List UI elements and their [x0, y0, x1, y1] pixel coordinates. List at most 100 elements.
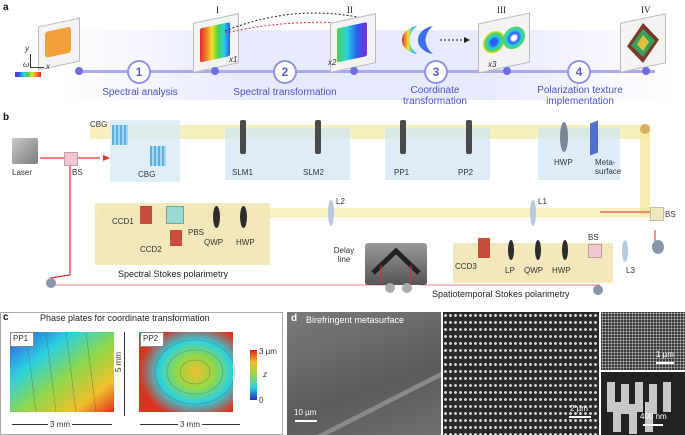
- slm1-label: SLM1: [232, 168, 253, 177]
- stage-ii-card: [330, 13, 376, 73]
- bs3-cube: [588, 244, 602, 258]
- panel-d-title: Birefringent metasurface: [306, 315, 405, 325]
- mirror-top-right: [640, 124, 650, 134]
- slm1: [240, 120, 246, 154]
- omega-label: ω: [23, 59, 30, 69]
- step-4-label: Polarization texture implementation: [537, 85, 623, 107]
- panel-letter-a: a: [3, 2, 9, 13]
- stage-label-i: I: [216, 5, 219, 15]
- cbg2-grating: [150, 146, 166, 166]
- sem-pillar-array: [443, 312, 599, 435]
- lens-l3: [622, 240, 628, 262]
- delay-stage: [365, 243, 427, 285]
- crescent-shape: [402, 26, 433, 54]
- timeline-node-4: [642, 67, 650, 75]
- ccd3-label: CCD3: [455, 262, 477, 271]
- z-colorbar: [250, 350, 257, 400]
- step-3-label: Coordinate transformation: [403, 85, 467, 107]
- step-2-circle: 2: [273, 60, 297, 84]
- qwp1-label: QWP: [204, 238, 224, 247]
- omega-colorbar: [15, 72, 41, 77]
- hwp1-label: HWP: [236, 238, 255, 247]
- pp1-tag: PP1: [13, 334, 29, 343]
- x-axis-arrow: [30, 67, 44, 68]
- slm2: [315, 120, 321, 154]
- qwp1: [213, 206, 220, 228]
- hwp2: [562, 240, 568, 260]
- spatiotemporal-section-label: Spatiotemporal Stokes polarimetry: [432, 289, 570, 299]
- input-beam-card: [38, 17, 80, 71]
- pp2: [466, 120, 472, 154]
- pbs-label: PBS: [188, 228, 205, 237]
- ccd2-camera: [170, 230, 182, 246]
- hwp1: [240, 206, 247, 228]
- ccd1-label: CCD1: [112, 217, 134, 226]
- meta-region: [538, 128, 620, 180]
- scale-bar-label-3: 1 µm: [656, 350, 674, 359]
- pp2-tag-box: [140, 332, 164, 347]
- mirror-bottom-right: [593, 285, 603, 295]
- right-dimension-label: 3 mm: [178, 420, 202, 429]
- l1-label: L1: [538, 197, 547, 206]
- timeline-node-0: [75, 67, 83, 75]
- scale-bar-label-1: 10 µm: [294, 408, 317, 417]
- metasurface-plate: [590, 120, 598, 156]
- laser-label: Laser: [12, 168, 33, 177]
- panel-letter-d: d: [291, 313, 298, 324]
- pp1-tag-box: [10, 332, 34, 347]
- l2-label: L2: [336, 197, 345, 206]
- pp1-label: PP1: [394, 168, 410, 177]
- vertical-dimension-line: [124, 332, 125, 416]
- x-axis-label: x: [46, 62, 50, 71]
- x3-label: x3: [488, 60, 497, 69]
- x1-label: x1: [229, 55, 238, 64]
- laser-box: [12, 138, 38, 164]
- delay-mirror-1: [385, 283, 395, 293]
- y-axis-label: y: [25, 44, 29, 53]
- scale-bar-4: [643, 424, 663, 426]
- cbg1-grating: [112, 125, 128, 145]
- panel-letter-c: c: [3, 312, 9, 323]
- hwp-top-label: HWP: [554, 158, 573, 167]
- scale-bar-label-4: 400 nm: [640, 412, 667, 421]
- qwp2: [535, 240, 541, 260]
- pbs-cube: [166, 206, 184, 224]
- stage-label-iii: III: [497, 5, 506, 15]
- lp-label: LP: [505, 266, 515, 275]
- sem-tilted-small: [601, 312, 685, 370]
- colorbar-bottom-label: 0: [259, 396, 264, 405]
- lp: [508, 240, 514, 260]
- mirror-bottom-left: [46, 278, 56, 288]
- step-3-circle: 3: [424, 60, 448, 84]
- ccd1-camera: [140, 206, 152, 224]
- scale-bar-1: [295, 420, 317, 422]
- pp1: [400, 120, 406, 154]
- cbg1-label: CBG: [90, 120, 108, 129]
- timeline-node-2: [350, 67, 358, 75]
- step-1-label: Spectral analysis: [102, 87, 178, 98]
- timeline-node-1: [211, 67, 219, 75]
- bs1-cube: [64, 152, 78, 166]
- spectral-section-label: Spectral Stokes polarimetry: [118, 269, 229, 279]
- step-1-circle: 1: [127, 60, 151, 84]
- timeline-node-3: [503, 67, 511, 75]
- bs3-label: BS: [588, 233, 599, 242]
- lens-l1: [530, 200, 536, 226]
- metasurface-label: Meta-surface: [595, 158, 622, 176]
- cbg2-label: CBG: [138, 170, 156, 179]
- stage-iv-card: [620, 13, 666, 73]
- step-4-circle: 4: [567, 60, 591, 84]
- x2-label: x2: [328, 58, 337, 67]
- pp2-label: PP2: [458, 168, 474, 177]
- scale-bar-2: [569, 416, 591, 418]
- lens-l2: [328, 200, 334, 226]
- step-2-label: Spectral transformation: [233, 87, 337, 98]
- dotted-arrow-3: [440, 37, 470, 43]
- hwp2-label: HWP: [552, 266, 571, 275]
- delay-mirror-2: [402, 283, 412, 293]
- colorbar-top-label: 3 µm: [259, 347, 277, 356]
- panel-letter-b: b: [3, 112, 10, 123]
- colorbar-axis-label: z: [263, 370, 267, 379]
- scale-bar-label-2: 2 µm: [570, 404, 588, 413]
- scale-bar-3: [656, 362, 674, 364]
